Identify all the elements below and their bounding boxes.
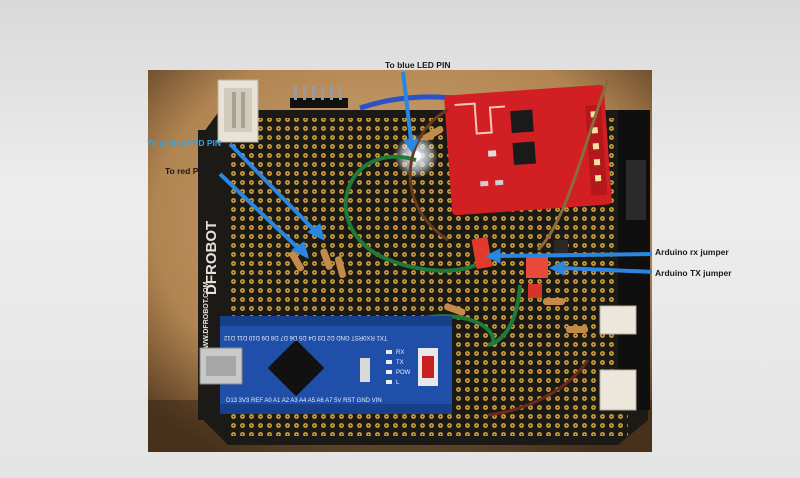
nano-led-l: L <box>396 380 400 386</box>
white-connector-top <box>217 79 259 143</box>
arduino-nano: TX1 RX0RST GND D2 D3 D4 D5 D6 D7 D8 D9 D… <box>199 316 452 414</box>
rx-jumper <box>471 236 493 270</box>
label-blue-led: To blue LED PIN <box>385 60 451 70</box>
circuit-board-photo: DFROBOT WWW.DFROBOT.COM <box>148 70 652 452</box>
green-wire-1 <box>343 154 485 273</box>
resistors <box>289 125 588 333</box>
arrow-yellow-led <box>228 142 316 232</box>
white-connector-right-2 <box>599 369 637 411</box>
esp-module <box>444 84 612 216</box>
brand-text: DFROBOT <box>203 221 220 295</box>
label-yellow-led: To yellow LED PIN <box>147 138 221 148</box>
board-brand: DFROBOT WWW.DFROBOT.COM <box>203 221 220 355</box>
arrow-rx-jumper <box>497 252 652 258</box>
nano-led-rx: RX <box>396 350 404 356</box>
tx-jumper <box>526 256 548 278</box>
right-mount <box>618 110 650 410</box>
brown-wire-2 <box>536 79 610 252</box>
green-wire-3 <box>487 284 522 347</box>
white-connector-right-1 <box>599 305 637 335</box>
brown-wire-1 <box>408 108 449 242</box>
label-tx-jumper: Arduino TX jumper <box>655 268 732 278</box>
label-red-pin: To red PIN <box>165 166 207 176</box>
label-rx-jumper: Arduino rx jumper <box>655 247 729 257</box>
nano-bottom-pins: D13 3V3 REF A0 A1 A2 A3 A4 A5 A6 A7 5V R… <box>226 398 382 404</box>
arrow-blue-led <box>401 71 413 141</box>
brand-url-text: WWW.DFROBOT.COM <box>203 281 210 355</box>
nano-top-pins: TX1 RX0RST GND D2 D3 D4 D5 D6 D7 D8 D9 D… <box>223 334 387 340</box>
nano-led-tx: TX <box>396 360 404 366</box>
arrow-tx-jumper <box>561 266 652 274</box>
arrow-red-pin <box>218 172 300 250</box>
brown-wire-3 <box>487 359 590 417</box>
pin-header-top <box>290 86 348 108</box>
annotation-arrows <box>218 71 652 276</box>
nano-led-pow: POW <box>396 370 411 376</box>
